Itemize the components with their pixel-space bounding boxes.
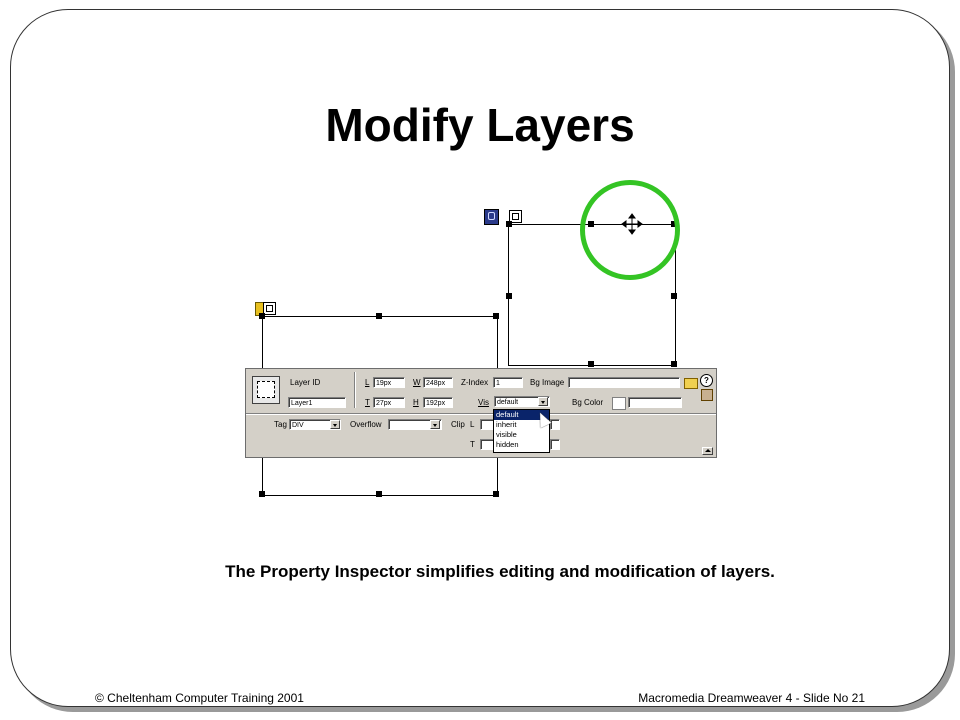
help-icon[interactable]: ?	[700, 374, 713, 387]
clip-right-field[interactable]	[550, 419, 560, 430]
left-label: L	[365, 378, 370, 387]
layer-marker-icon[interactable]	[484, 209, 499, 225]
collapse-arrow-icon[interactable]	[702, 447, 713, 455]
property-inspector: Layer ID Layer1 L 19px T 27px W 248px H …	[245, 368, 717, 458]
vis-option-inherit[interactable]: inherit	[496, 420, 517, 429]
overflow-label: Overflow	[350, 420, 382, 429]
top-field[interactable]: 27px	[373, 397, 405, 408]
width-label: W	[413, 378, 421, 387]
vis-option-hidden[interactable]: hidden	[496, 440, 519, 449]
tag-select[interactable]: DIV	[289, 419, 341, 430]
vis-dropdown-list[interactable]: default inherit visible hidden	[493, 409, 550, 453]
clip-left-label: L	[470, 420, 475, 429]
zindex-label: Z-Index	[461, 378, 489, 387]
height-field[interactable]: 192px	[423, 397, 453, 408]
layer-selection-tab[interactable]	[263, 302, 276, 315]
bg-color-field[interactable]	[628, 397, 682, 408]
zindex-field[interactable]: 1	[493, 377, 523, 388]
panel-separator	[246, 413, 716, 415]
resize-handle[interactable]	[493, 491, 499, 497]
height-label: H	[413, 398, 419, 407]
tag-label: Tag	[274, 420, 287, 429]
folder-icon[interactable]	[684, 378, 698, 389]
footer-slide-number: Macromedia Dreamweaver 4 - Slide No 21	[638, 691, 865, 705]
resize-handle[interactable]	[506, 293, 512, 299]
slide-frame	[10, 9, 950, 707]
highlight-circle	[580, 180, 680, 280]
slide-title: Modify Layers	[325, 99, 635, 151]
clip-left-field[interactable]	[480, 419, 494, 430]
panel-divider	[354, 372, 356, 408]
overflow-dropdown-arrow[interactable]	[430, 420, 440, 429]
resize-handle[interactable]	[588, 361, 594, 367]
vis-select[interactable]: default	[494, 396, 550, 407]
resize-handle[interactable]	[671, 293, 677, 299]
overflow-select[interactable]	[388, 419, 442, 430]
resize-handle[interactable]	[671, 361, 677, 367]
layer-selection-tab[interactable]	[509, 210, 522, 223]
clip-label: Clip	[451, 420, 465, 429]
resize-handle[interactable]	[259, 313, 265, 319]
bg-image-label: Bg Image	[530, 378, 565, 387]
clip-bottom-field[interactable]	[550, 439, 560, 450]
footer-copyright: © Cheltenham Computer Training 2001	[95, 691, 304, 705]
bg-image-field[interactable]	[568, 377, 680, 388]
resize-handle[interactable]	[493, 313, 499, 319]
bg-color-label: Bg Color	[572, 398, 604, 407]
top-label: T	[365, 398, 370, 407]
resize-handle[interactable]	[259, 491, 265, 497]
vis-option-visible[interactable]: visible	[496, 430, 517, 439]
vis-option-default[interactable]: default	[494, 410, 549, 420]
clip-top-field[interactable]	[480, 439, 494, 450]
width-field[interactable]: 248px	[423, 377, 453, 388]
resize-handle[interactable]	[506, 221, 512, 227]
left-field[interactable]: 19px	[373, 377, 405, 388]
edit-icon[interactable]	[701, 389, 713, 401]
bg-color-swatch[interactable]	[612, 397, 626, 410]
vis-label: Vis	[478, 398, 489, 407]
layer-id-field[interactable]: Layer1	[288, 397, 346, 408]
tag-dropdown-arrow[interactable]	[330, 420, 340, 429]
slide-caption: The Property Inspector simplifies editin…	[225, 562, 775, 581]
resize-handle[interactable]	[376, 491, 382, 497]
vis-dropdown-arrow[interactable]	[538, 397, 548, 406]
clip-top-label: T	[470, 440, 475, 449]
layer-icon	[252, 376, 280, 404]
layer-id-label: Layer ID	[290, 378, 321, 387]
resize-handle[interactable]	[376, 313, 382, 319]
